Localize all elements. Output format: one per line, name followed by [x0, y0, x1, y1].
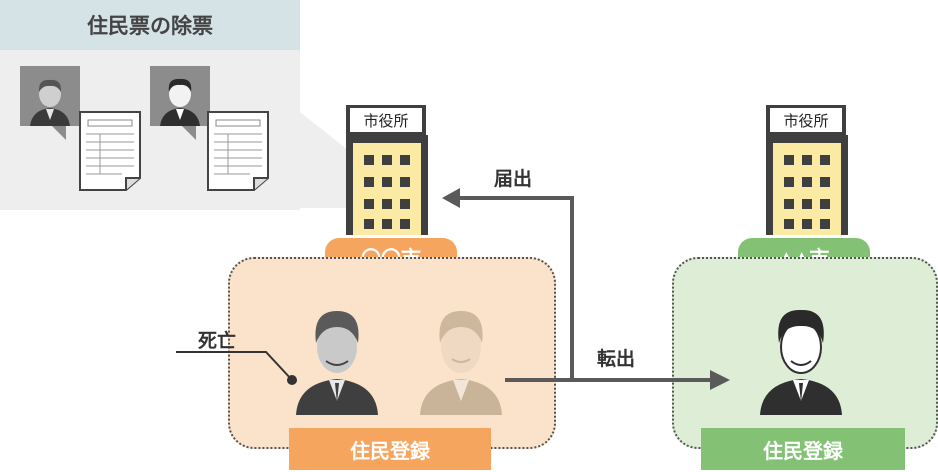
move-out-label: 転出	[597, 348, 636, 370]
panel-connector	[300, 112, 348, 208]
city-hall-sign-label: 市役所	[350, 108, 422, 132]
removal-title: 住民票の除票	[0, 0, 300, 50]
left-region	[228, 257, 556, 449]
moved-person-icon	[760, 309, 842, 415]
left-building-icon	[346, 135, 428, 235]
left-register-label: 住民登録	[289, 428, 491, 470]
document-icon	[78, 110, 141, 191]
deceased-person-icon	[296, 311, 378, 415]
document-icon	[206, 110, 269, 191]
city-hall-sign-label: 市役所	[770, 108, 842, 132]
notify-arrowhead	[442, 188, 460, 208]
notify-label: 届出	[494, 168, 533, 190]
right-building-icon	[766, 135, 848, 235]
death-label: 死亡	[198, 330, 237, 352]
death-leader-line	[176, 351, 297, 385]
notify-arrow-line	[456, 196, 574, 382]
move-out-arrowhead	[710, 370, 730, 390]
deceased-avatar-icon	[20, 66, 80, 126]
person-avatar-icon	[150, 66, 210, 126]
ghost-person-icon	[420, 311, 502, 415]
right-register-label: 住民登録	[701, 428, 905, 470]
